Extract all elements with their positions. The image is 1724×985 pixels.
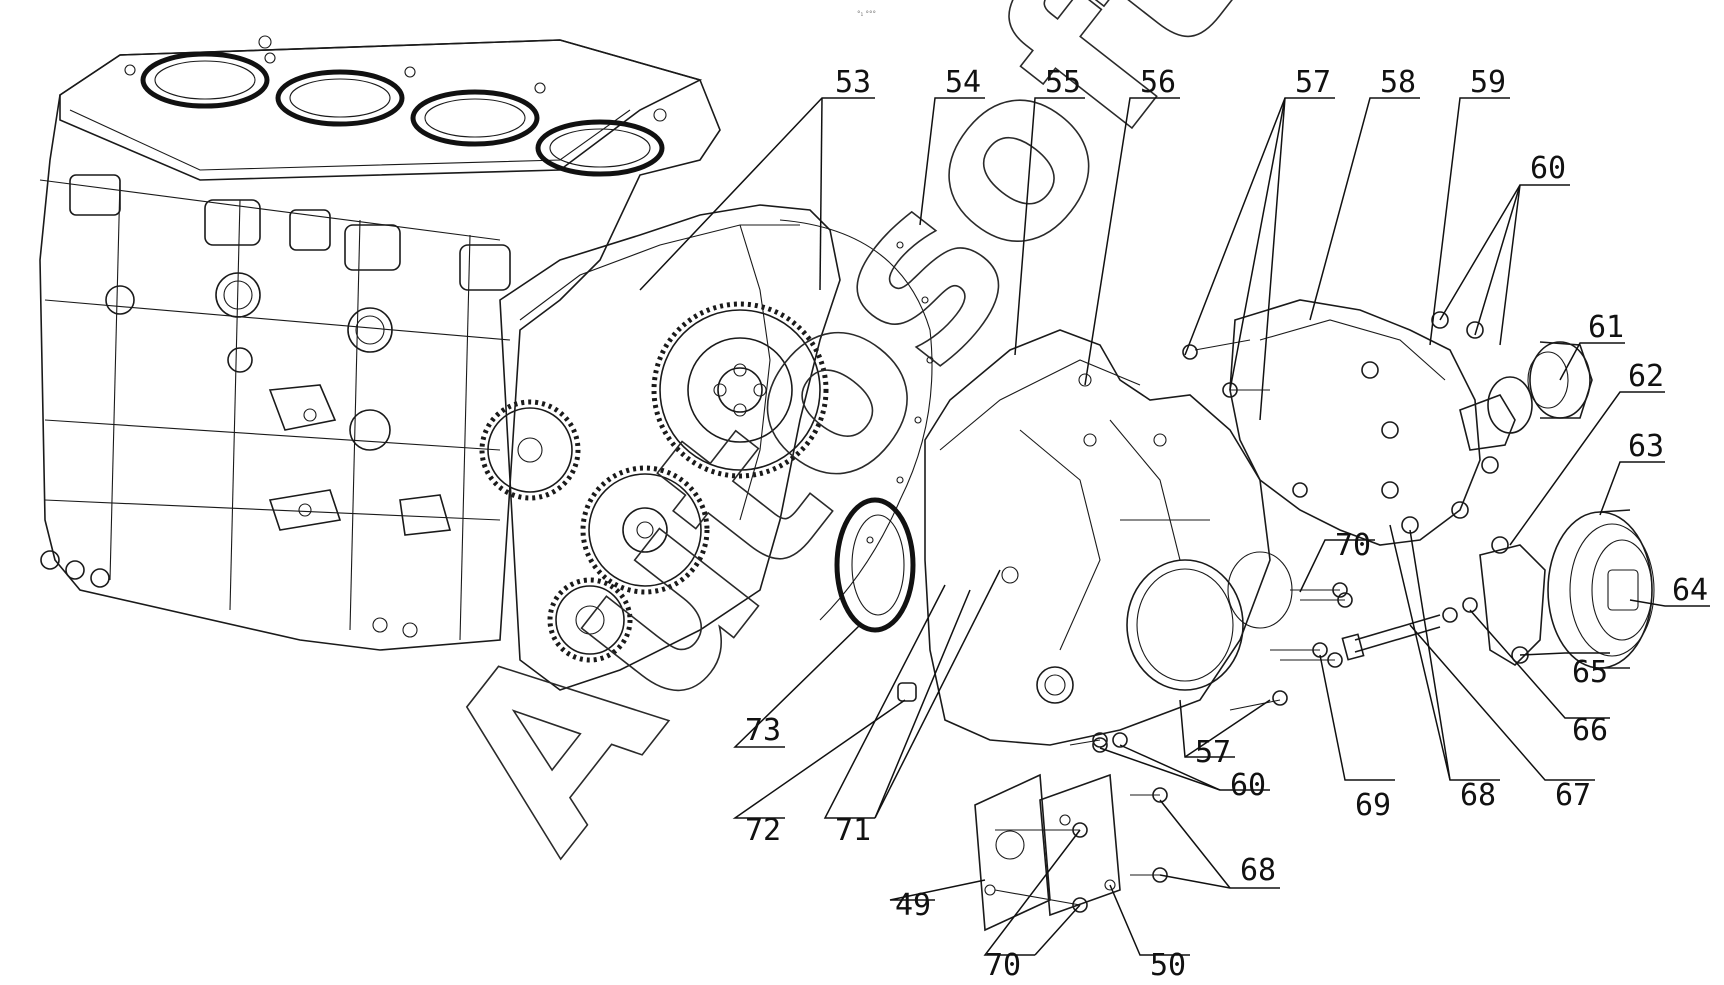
plug-72	[897, 682, 917, 702]
callout-53: 53	[835, 65, 871, 100]
oil-pump-gear	[479, 399, 581, 501]
cover-bolts	[1092, 339, 1353, 753]
crankshaft-pulley	[1547, 509, 1655, 669]
crankshaft-gear	[547, 577, 633, 663]
callout-60-bottom: 60	[1230, 768, 1266, 803]
callout-69: 69	[1355, 788, 1391, 823]
callout-66: 66	[1572, 713, 1608, 748]
callout-leaders	[639, 97, 1710, 956]
callout-49: 49	[895, 888, 931, 923]
callout-61: 61	[1588, 310, 1624, 345]
callout-62: 62	[1628, 359, 1664, 394]
callout-64: 64	[1672, 573, 1708, 608]
callout-57-bottom: 57	[1195, 735, 1231, 770]
callout-56: 56	[1140, 65, 1176, 100]
oil-filler-cap	[1487, 341, 1593, 434]
idler-gear	[580, 465, 710, 595]
callout-67: 67	[1555, 778, 1591, 813]
callout-68-right: 68	[1460, 778, 1496, 813]
camshaft-gear	[651, 301, 829, 479]
callout-60-top: 60	[1530, 151, 1566, 186]
front-plate-49	[974, 773, 1051, 932]
callout-57-top: 57	[1295, 65, 1331, 100]
front-end-cover	[1229, 299, 1516, 546]
callout-54: 54	[945, 65, 981, 100]
timing-housing-plate	[499, 204, 934, 691]
callout-50: 50	[1150, 948, 1186, 983]
callout-73: 73	[745, 713, 781, 748]
callout-59: 59	[1470, 65, 1506, 100]
front-plate-50	[1039, 773, 1121, 917]
callout-58: 58	[1380, 65, 1416, 100]
header-mark: °₁ °°°	[857, 10, 876, 18]
callout-labels: 53 54 55 56 57 58 59 60 61 62 63 64 65 6…	[745, 65, 1708, 983]
loose-bolts	[1270, 582, 1348, 658]
engine-block	[39, 35, 721, 651]
callout-70-right: 70	[1335, 528, 1371, 563]
callout-71: 71	[835, 813, 871, 848]
callout-72: 72	[745, 813, 781, 848]
callout-68-bottom: 68	[1240, 853, 1276, 888]
callout-63: 63	[1628, 429, 1664, 464]
callout-65: 65	[1572, 655, 1608, 690]
crankshaft-front-oil-seal	[834, 497, 916, 633]
tensioner-bracket	[1442, 536, 1546, 667]
callout-55: 55	[1045, 65, 1081, 100]
callout-70-bottom: 70	[985, 948, 1021, 983]
plate-bolts	[994, 732, 1168, 913]
